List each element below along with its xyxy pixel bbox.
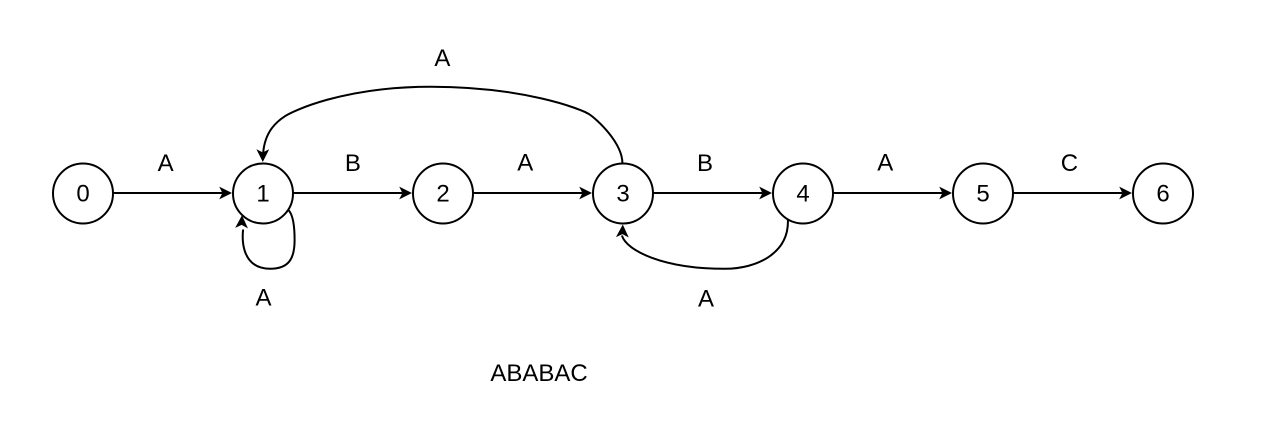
svg-text:A: A	[877, 150, 893, 177]
svg-text:1: 1	[256, 180, 269, 207]
svg-text:A: A	[698, 285, 714, 312]
svg-text:3: 3	[616, 180, 629, 207]
svg-text:A: A	[434, 45, 450, 72]
svg-text:2: 2	[436, 180, 449, 207]
svg-text:B: B	[345, 150, 361, 177]
svg-text:4: 4	[796, 180, 809, 207]
svg-text:0: 0	[76, 180, 89, 207]
svg-text:A: A	[255, 285, 271, 312]
svg-text:C: C	[1061, 150, 1078, 177]
svg-text:6: 6	[1156, 180, 1169, 207]
svg-text:ABABAC: ABABAC	[490, 360, 587, 387]
svg-text:B: B	[697, 150, 713, 177]
svg-text:A: A	[158, 150, 174, 177]
svg-text:A: A	[517, 150, 533, 177]
svg-text:5: 5	[976, 180, 989, 207]
